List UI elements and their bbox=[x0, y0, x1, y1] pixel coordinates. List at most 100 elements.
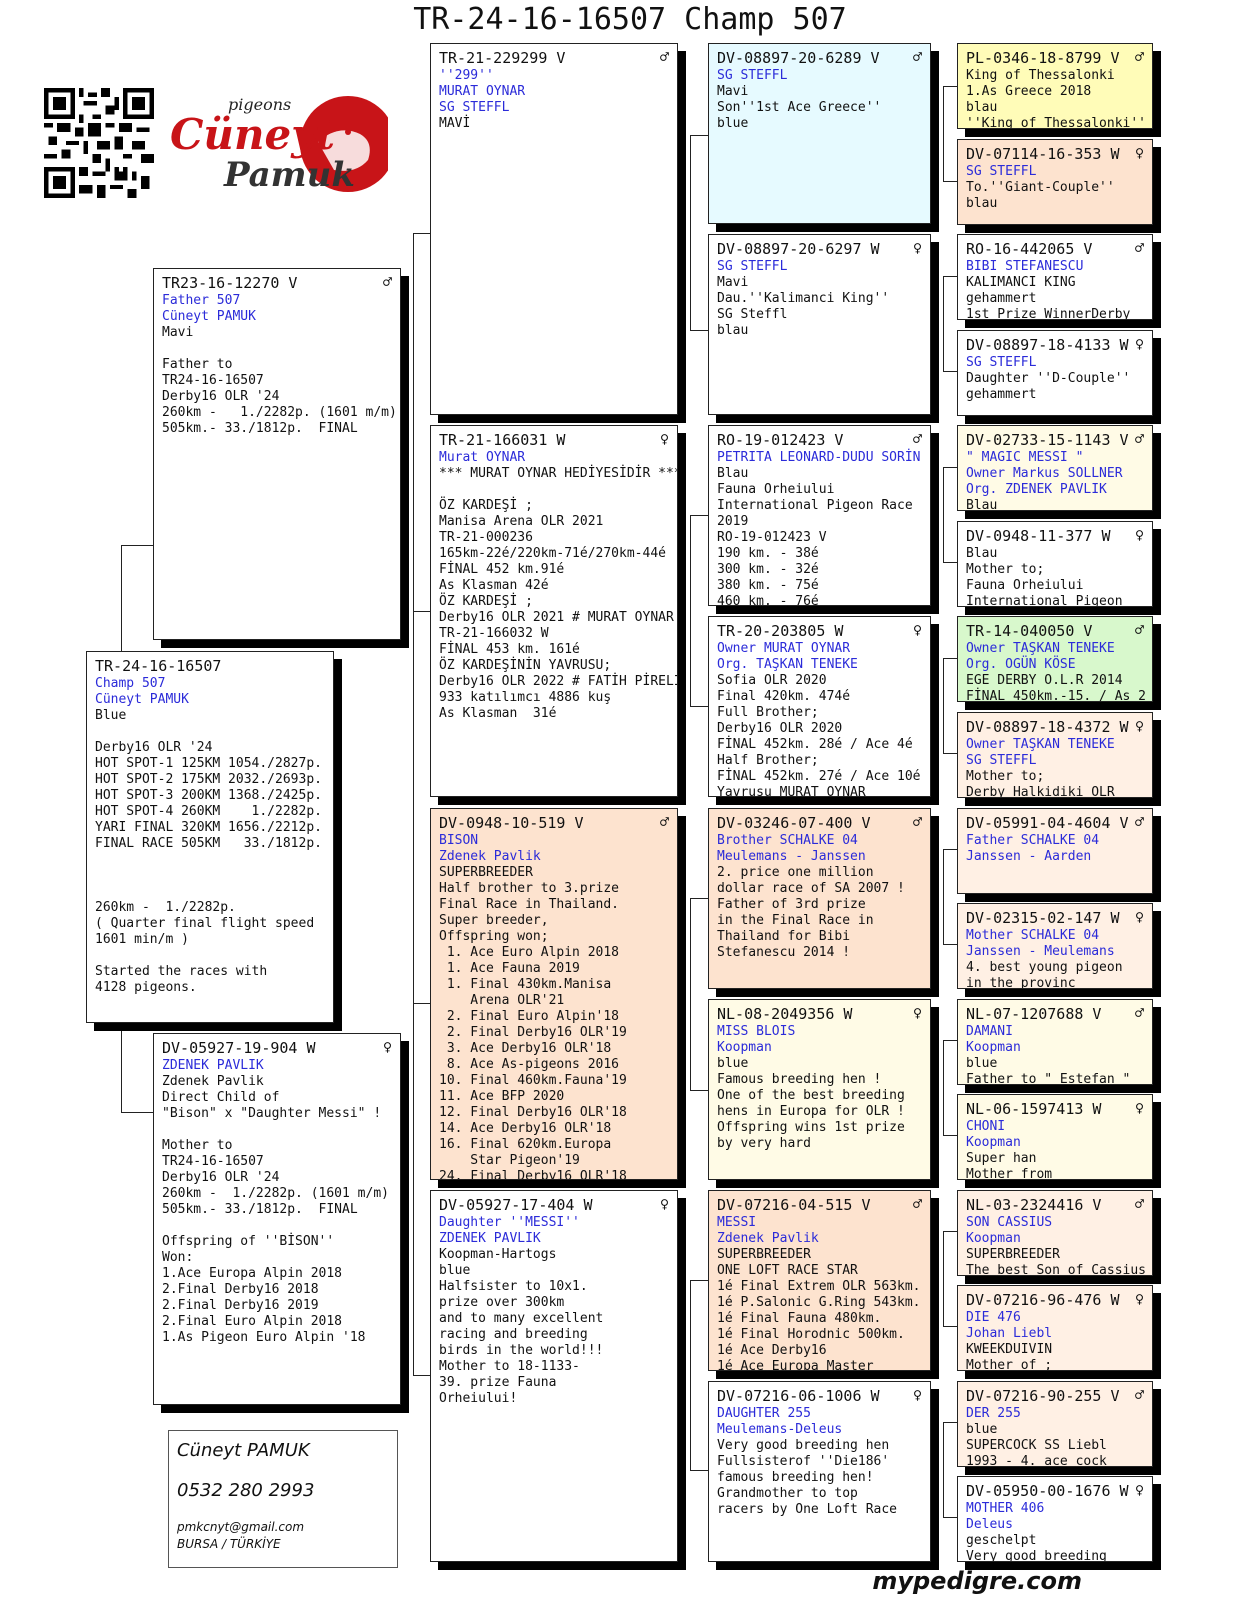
pedigree-card-sds[interactable]: RO-19-012423 V♂PETRITA LEONARD-DUDU SORİ… bbox=[708, 425, 931, 606]
connector-line bbox=[943, 562, 957, 563]
card-text-line: 1. Ace Fauna 2019 bbox=[439, 961, 580, 976]
card-text-line: FINAL RACE 505KM 33./1812p. bbox=[95, 836, 322, 851]
ring-number: TR-24-16-16507 bbox=[95, 657, 222, 675]
card-text-line: Johan Liebl bbox=[966, 1326, 1053, 1341]
card-text-line: 2. Final Euro Alpin'18 bbox=[439, 1009, 620, 1024]
card-text-line: Offspring of ''BİSON'' bbox=[162, 1234, 335, 1249]
card-text-line bbox=[95, 868, 325, 884]
card-text-line: The best Son of Cassius bbox=[966, 1263, 1147, 1276]
card-text-line: Won: bbox=[162, 1250, 194, 1265]
card-text-line: HOT SPOT-1 125KM 1054./2827p. bbox=[95, 756, 322, 771]
connector-line bbox=[690, 898, 691, 1090]
card-text-line: 460 km. - 76é bbox=[717, 594, 819, 606]
connector-line bbox=[943, 944, 957, 945]
pedigree-card-sd[interactable]: TR-21-166031 W♀Murat OYNAR*** MURAT OYNA… bbox=[430, 425, 678, 797]
card-text-line: MAVİ bbox=[439, 116, 471, 131]
pedigree-card-dd[interactable]: DV-05927-17-404 W♀Daughter ''MESSI''ZDEN… bbox=[430, 1190, 678, 1562]
card-text-line: HOT SPOT-2 175KM 2032./2693p. bbox=[95, 772, 322, 787]
card-text-line: Arena OLR'21 bbox=[439, 993, 565, 1008]
card-text-line: FİNAL 452 km.91é bbox=[439, 562, 565, 577]
sex-icon: ♂ bbox=[912, 430, 922, 448]
connector-line bbox=[943, 658, 944, 753]
connector-line bbox=[413, 611, 414, 1375]
card-text-line: blau bbox=[966, 100, 998, 115]
card-text-line: 260km - 1./2282p. (1601 m/m) bbox=[162, 405, 397, 420]
card-text-line: Manisa Arena OLR 2021 bbox=[439, 514, 604, 529]
card-text-line: Daughter ''MESSI'' bbox=[439, 1215, 580, 1230]
card-text-line: Blau bbox=[717, 466, 749, 481]
card-text-line: 1é Final Horodnic 500km. bbox=[717, 1327, 905, 1342]
card-text-line: KALIMANCI KING bbox=[966, 275, 1076, 290]
pedigree-card-g5[interactable]: DV-02733-15-1143 V♂" MAGIC MESSI "Owner … bbox=[957, 425, 1153, 511]
card-text-line: SG STEFFL bbox=[439, 100, 510, 115]
card-text-line: International Pigeon bbox=[966, 594, 1123, 607]
card-text-line: Owner Markus SOLLNER bbox=[966, 466, 1123, 481]
card-text-line: 260km - 1./2282p. (1601 m/m) bbox=[162, 1186, 389, 1201]
footer-site[interactable]: mypedigre.com bbox=[872, 1567, 1082, 1595]
sex-icon: ♀ bbox=[1134, 908, 1144, 926]
card-text-line: SG Steffl bbox=[717, 307, 788, 322]
card-text-line: Offspring won; bbox=[439, 929, 549, 944]
card-text-line bbox=[162, 341, 392, 357]
card-text-line: PETRITA LEONARD-DUDU SORİN bbox=[717, 450, 921, 465]
card-text-line: DAUGHTER 255 bbox=[717, 1406, 811, 1421]
card-text-line: Deleus bbox=[966, 1517, 1013, 1532]
ring-number: DV-07216-90-255 V bbox=[966, 1387, 1120, 1405]
breeder-email[interactable]: pmkcnyt@gmail.com bbox=[177, 1520, 305, 1534]
card-text-line: ÖZ KARDEŞİNİN YAVRUSU; bbox=[439, 658, 612, 673]
card-text-line: 8. Ace As-pigeons 2016 bbox=[439, 1057, 620, 1072]
card-text-line: Derby16 OLR 2022 # FATİH PİRELİ bbox=[439, 674, 678, 689]
card-text-line bbox=[162, 1122, 392, 1138]
ring-number: TR-14-040050 V bbox=[966, 622, 1093, 640]
connector-line bbox=[943, 753, 957, 754]
sex-icon: ♀ bbox=[1134, 1290, 1144, 1308]
card-text-line: Koopman bbox=[966, 1135, 1021, 1150]
card-text-line: Star Pigeon'19 bbox=[439, 1153, 580, 1168]
connector-line bbox=[690, 135, 691, 330]
ring-number: DV-02315-02-147 W bbox=[966, 909, 1120, 927]
card-text-line: Janssen - Meulemans bbox=[966, 944, 1115, 959]
connector-line bbox=[943, 276, 957, 277]
card-text-line: blue bbox=[717, 1056, 749, 1071]
card-text-line: International Pigeon Race bbox=[717, 498, 913, 513]
breeder-phone[interactable]: 0532 280 2993 bbox=[177, 1480, 315, 1501]
card-text-line: gehammert bbox=[966, 387, 1037, 402]
card-text-line: Org. ZDENEK PAVLIK bbox=[966, 482, 1107, 497]
card-text-line: 1é Final Fauna 480km. bbox=[717, 1311, 882, 1326]
card-text-line bbox=[162, 1218, 392, 1234]
card-text-line: SG STEFFL bbox=[966, 753, 1037, 768]
card-text-line: Derby Halkidiki OLR bbox=[966, 785, 1115, 798]
card-text-line: As Klasman 31é bbox=[439, 706, 557, 721]
sex-icon: ♂ bbox=[912, 48, 922, 66]
card-text-line: Blue bbox=[95, 708, 127, 723]
card-text-line: 1. Ace Euro Alpin 2018 bbox=[439, 945, 620, 960]
sex-icon: ♀ bbox=[912, 1004, 922, 1022]
